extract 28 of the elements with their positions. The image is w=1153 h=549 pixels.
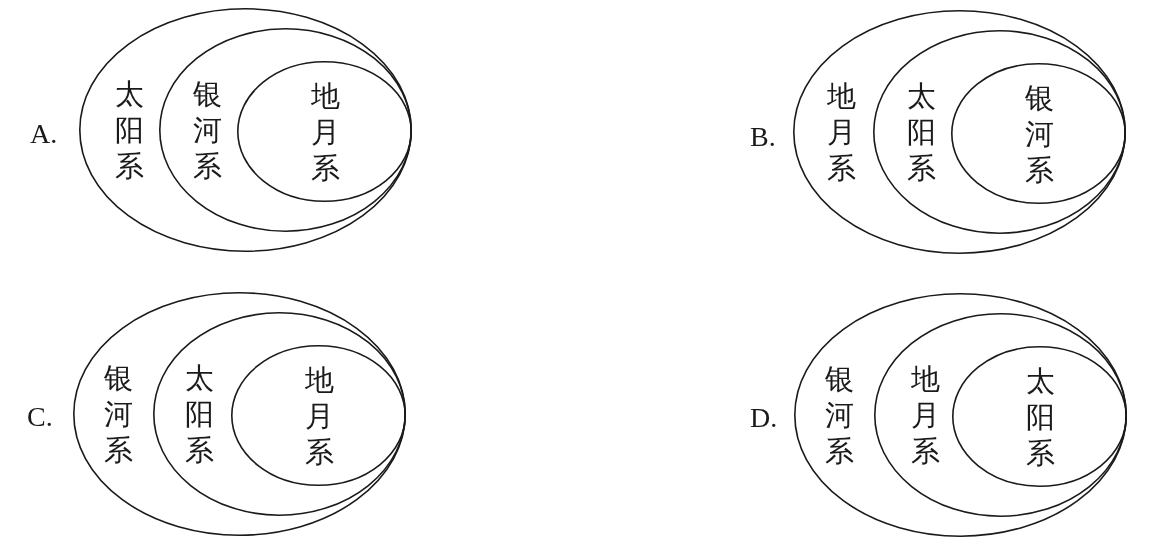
ellipse-label: 太阳系 [906, 78, 936, 186]
ellipse-label: 地月系 [304, 361, 334, 470]
middle-ellipse [153, 312, 406, 516]
outer-ellipse [794, 293, 1127, 537]
ellipse-label: 地月系 [910, 361, 940, 469]
ellipse-label: 地月系 [310, 77, 340, 186]
ellipse-label: 太阳系 [184, 360, 214, 468]
ellipse-label: 银河系 [1024, 79, 1054, 188]
outer-ellipse [793, 10, 1126, 254]
ellipse-label: 太阳系 [114, 76, 144, 184]
outer-ellipse [73, 292, 406, 536]
option-letter: C. [27, 403, 53, 431]
middle-ellipse [874, 313, 1127, 517]
inner-ellipse [952, 346, 1127, 487]
ellipse-label: 银河系 [103, 360, 133, 468]
option-letter: B. [750, 123, 776, 151]
inner-ellipse [951, 63, 1126, 204]
ellipse-label: 银河系 [192, 76, 222, 184]
option-letter: A. [30, 120, 58, 148]
inner-ellipse [237, 61, 412, 202]
option-letter: D. [750, 404, 778, 432]
outer-ellipse [79, 8, 412, 252]
ellipse-label: 太阳系 [1025, 362, 1055, 471]
middle-ellipse [159, 28, 412, 232]
inner-ellipse [231, 345, 406, 486]
middle-ellipse [873, 30, 1126, 234]
ellipse-label: 银河系 [824, 361, 854, 469]
ellipse-label: 地月系 [826, 78, 856, 186]
